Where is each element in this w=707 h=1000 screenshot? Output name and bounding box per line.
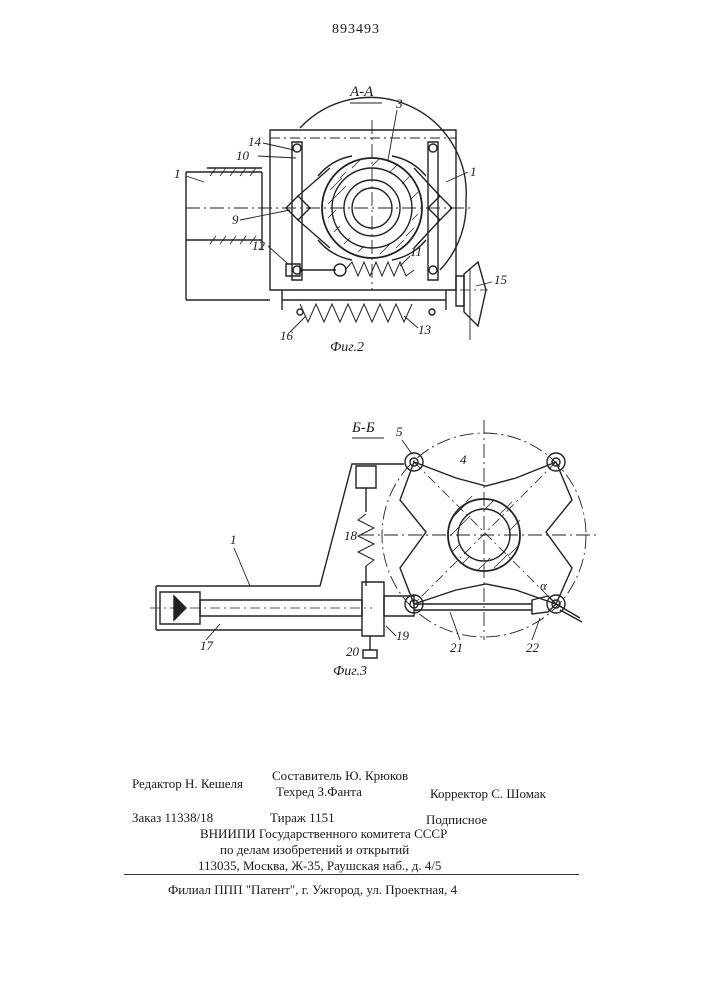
callout-17: 17 (200, 638, 213, 654)
callout-9: 9 (232, 212, 239, 228)
callout-1-right: 1 (470, 164, 477, 180)
techred-credit: Техред З.Фанта (276, 784, 362, 800)
callout-12: 12 (252, 238, 265, 254)
callout-1-left: 1 (174, 166, 181, 182)
callout-5: 5 (396, 424, 403, 440)
branch-address: Филиал ППП "Патент", г. Ужгород, ул. Про… (168, 882, 457, 898)
callout-11: 11 (410, 244, 422, 260)
callout-10: 10 (236, 148, 249, 164)
callout-13: 13 (418, 322, 431, 338)
corrector-credit: Корректор С. Шомак (430, 786, 546, 802)
organization-line-2: по делам изобретений и открытий (220, 842, 409, 858)
callout-3: 3 (396, 96, 403, 112)
section-label-a-a: А-А (350, 84, 373, 101)
callout-1: 1 (230, 532, 237, 548)
callout-4: 4 (460, 452, 467, 468)
callout-22: 22 (526, 640, 539, 656)
compiler-credit: Составитель Ю. Крюков (272, 768, 408, 784)
callout-18: 18 (344, 528, 357, 544)
callout-16: 16 (280, 328, 293, 344)
figure-3-caption: Фиг.3 (333, 664, 367, 680)
section-label-b-b: Б-Б (352, 420, 375, 437)
callout-14: 14 (248, 134, 261, 150)
circulation: Тираж 1151 (270, 810, 335, 826)
figure-3-drawing (150, 420, 600, 658)
divider (124, 874, 579, 875)
callout-21: 21 (450, 640, 463, 656)
figure-2-caption: Фиг.2 (330, 340, 364, 356)
address: 113035, Москва, Ж-35, Раушская наб., д. … (198, 858, 441, 874)
order-number: Заказ 11338/18 (132, 810, 213, 826)
callout-alpha: α (540, 578, 547, 594)
callout-15: 15 (494, 272, 507, 288)
organization-line-1: ВНИИПИ Государственного комитета СССР (200, 826, 447, 842)
callout-19: 19 (396, 628, 409, 644)
editor-credit: Редактор Н. Кешеля (132, 776, 243, 792)
callout-20: 20 (346, 644, 359, 660)
